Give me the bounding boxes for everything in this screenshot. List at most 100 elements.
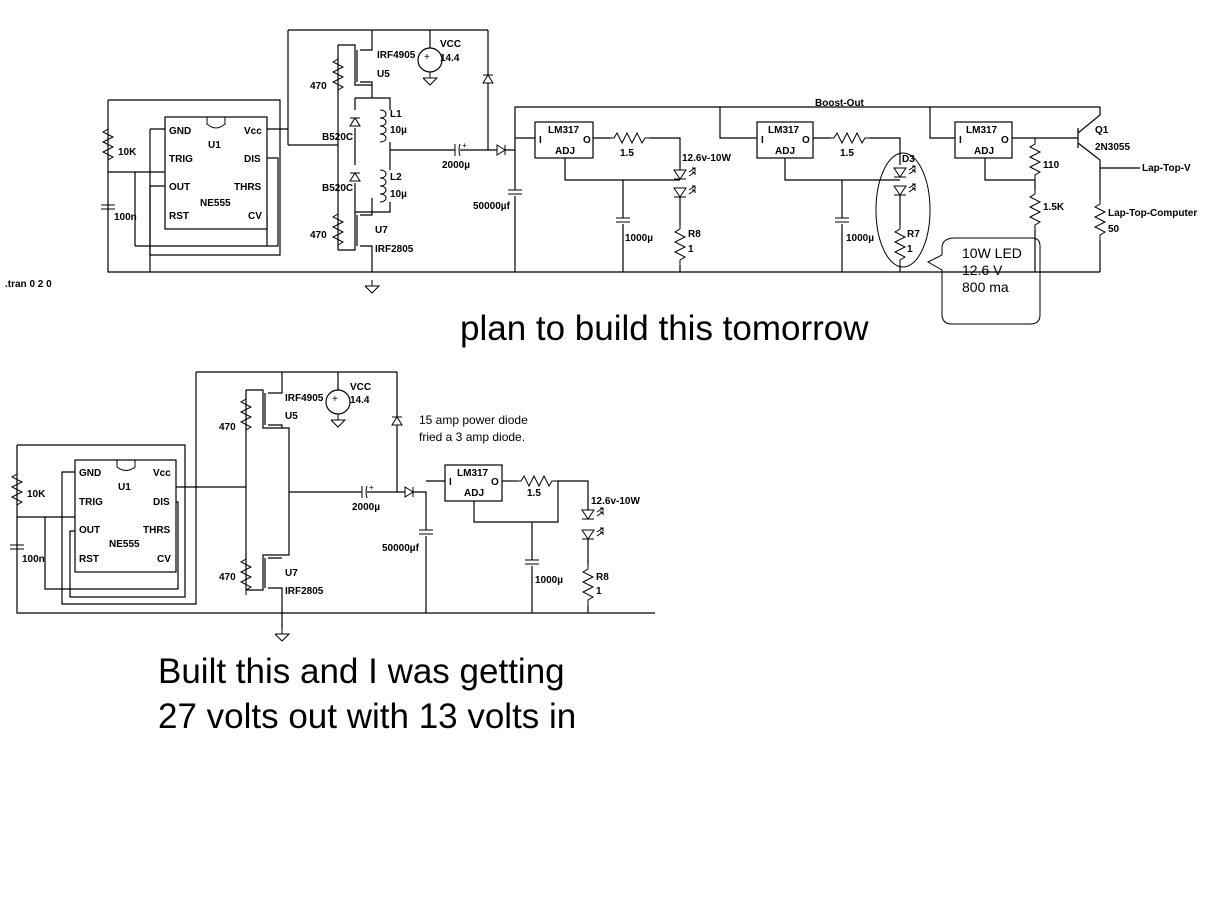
bottom-led-label: 12.6v-10W: [591, 496, 640, 507]
top-pin-trig: TRIG: [169, 154, 193, 165]
bottom-ground-symbol: [274, 627, 290, 642]
top-r470-bot-label: 470: [310, 230, 327, 241]
bottom-c-1000: [524, 559, 540, 565]
top-ground-rail: [107, 100, 1100, 273]
bottom-vcc-source: [325, 389, 351, 415]
top-l1-ref: L1: [390, 109, 402, 120]
bottom-pin-vcc: Vcc: [153, 468, 171, 479]
bottom-c-1000-label: 1000µ: [535, 575, 563, 586]
top-diode-b520c-2: [349, 172, 361, 182]
bottom-mosfet-u5: [246, 372, 290, 556]
bottom-diode-note-2: fried a 3 amp diode.: [419, 430, 525, 444]
top-l1-value: 10µ: [390, 125, 407, 136]
top-c-1000-b: [834, 217, 850, 223]
top-chip-notch: [206, 117, 226, 129]
top-r-110: [1029, 139, 1041, 181]
top-d3-highlight: [875, 152, 931, 268]
top-q1-part: 2N3055: [1095, 142, 1130, 153]
bottom-pin-trig: TRIG: [79, 497, 103, 508]
bottom-r8-ref: R8: [596, 572, 609, 583]
bottom-mosfet-u7: [246, 554, 283, 628]
top-caption: plan to build this tomorrow: [460, 309, 869, 348]
bottom-c-100n-label: 100n: [22, 554, 45, 565]
bottom-diode-feedback: [391, 416, 403, 426]
bottom-diode-series: [404, 486, 414, 498]
bottom-caption-line1: Built this and I was getting: [158, 652, 565, 691]
top-laptop-v-label: Lap-Top-V: [1142, 163, 1191, 174]
top-wire: [870, 137, 901, 165]
top-inductor-l1: [379, 109, 387, 143]
bottom-vcc-plus: +: [332, 394, 338, 405]
bottom-wire: [61, 471, 197, 605]
bottom-schematic: GND Vcc U1 TRIG DIS OUT THRS NE555 RST C…: [9, 371, 655, 736]
top-l2-ref: L2: [390, 172, 402, 183]
top-c-1000-a-label: 1000µ: [625, 233, 653, 244]
top-u7-part: IRF2805: [375, 244, 414, 255]
bottom-r8-value: 1: [596, 586, 602, 597]
top-vcc-value: 14.4: [440, 53, 460, 64]
top-u1-part: NE555: [200, 198, 231, 209]
bottom-u7-part: IRF2805: [285, 586, 324, 597]
top-vcc-source: [417, 47, 443, 73]
top-u5-ref: U5: [377, 69, 390, 80]
top-reg3-o: O: [1001, 135, 1009, 146]
bottom-led-b: [581, 527, 604, 540]
bottom-ne555-chip: [74, 459, 177, 573]
top-led-1-label: 12.6v-10W: [682, 153, 731, 164]
bottom-wire: [44, 501, 179, 590]
top-r8-ref: R8: [688, 229, 701, 240]
bottom-pin-dis: DIS: [153, 497, 170, 508]
bottom-pin-gnd: GND: [79, 468, 101, 479]
bottom-reg-o: O: [491, 477, 499, 488]
bottom-u7-ref: U7: [285, 568, 298, 579]
bottom-ground-rail: [16, 445, 655, 614]
bottom-reg-i: I: [449, 477, 452, 488]
top-wire: [719, 107, 757, 139]
top-r7-value: 1: [907, 244, 913, 255]
bottom-reg-adj: ADJ: [464, 488, 484, 499]
bottom-wire: [473, 481, 559, 523]
top-l2-value: 10µ: [390, 189, 407, 200]
top-callout-bubble: [926, 237, 1041, 325]
top-pin-thrs: THRS: [234, 182, 262, 193]
bottom-r8: [582, 564, 594, 606]
top-c-50000-label: 50000µf: [473, 201, 511, 212]
top-vcc-label: VCC: [440, 39, 461, 50]
top-r-110-label: 110: [1043, 160, 1060, 171]
top-wire: [149, 128, 165, 272]
top-wire: [984, 158, 1036, 190]
top-diode-feedback: [482, 74, 494, 84]
top-r8: [674, 224, 686, 266]
top-lm317-1: [534, 121, 594, 159]
bottom-wire: [557, 480, 589, 510]
bottom-diode-note-1: 15 amp power diode: [419, 413, 528, 427]
bottom-r-1p5-label: 1.5: [527, 488, 541, 499]
top-pin-out: OUT: [169, 182, 190, 193]
bottom-c-2000-label: 2000µ: [352, 502, 380, 513]
bottom-vcc-value: 14.4: [350, 395, 370, 406]
top-pin-vcc: Vcc: [244, 126, 262, 137]
bottom-u1-ref: U1: [118, 482, 131, 493]
top-pin-rst: RST: [169, 211, 189, 222]
top-q1-ref: Q1: [1095, 125, 1109, 136]
top-lm317-2: [756, 121, 814, 159]
top-wire: [784, 158, 900, 181]
top-reg3-adj: ADJ: [974, 146, 994, 157]
bottom-vcc-ground: [330, 413, 346, 428]
top-r-1p5k: [1029, 189, 1041, 231]
top-wire: [564, 158, 680, 181]
top-pin-cv: CV: [248, 211, 262, 222]
top-callout-line2: 12.6 V: [962, 262, 1003, 278]
top-laptop-load-name: Lap-Top-Computer: [1108, 208, 1197, 219]
top-boost-out-label: Boost-Out: [815, 98, 865, 109]
bottom-led: [581, 507, 604, 520]
top-schematic: GND Vcc U1 TRIG DIS OUT THRS NE555 RST C…: [5, 29, 1197, 348]
top-c-100n-label: 100n: [114, 212, 137, 223]
top-tran-directive: .tran 0 2 0: [5, 279, 52, 290]
top-r-1p5-b: [829, 132, 871, 144]
top-reg1-part: LM317: [548, 125, 580, 136]
top-mosfet-u5: [338, 30, 373, 98]
top-r7-ref: R7: [907, 229, 920, 240]
top-bridge-wires: [354, 97, 391, 213]
top-r-10k-label: 10K: [118, 147, 137, 158]
